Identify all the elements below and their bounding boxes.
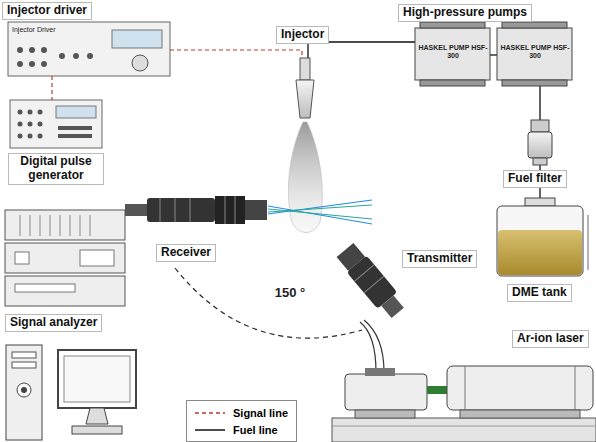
device-marking: HASKEL PUMP HSF-300 [500,44,570,59]
fuel-filter-device [528,120,552,165]
device-marking: Injector Driver [12,26,102,34]
label-text: Signal analyzer [10,316,97,330]
label-box: High-pressure pumps [398,4,532,22]
optical-fiber [360,320,384,372]
device-marking: HASKEL PUMP HSF-300 [418,44,488,59]
label-text: Ar-ion laser [517,332,584,346]
ar-ion-laser-device [332,366,596,442]
high-pressure-pumps [415,22,572,86]
signal-analyzer-rack [5,210,125,306]
label-box: Signal analyzer [5,314,102,332]
label-box: Digital pulse generator [8,153,104,185]
label-text: Injector [281,28,324,42]
laser-beams [268,200,372,224]
legend-sample [195,409,225,417]
legend-entry: Fuel line [195,421,288,438]
label-text: High-pressure pumps [403,6,527,20]
label-text: DME tank [512,286,567,300]
legend-text: Fuel line [233,424,278,436]
label-text: Fuel filter [508,172,562,186]
legend: Signal lineFuel line [186,400,297,442]
label-text: Receiver [161,246,211,260]
label-box: Injector [276,26,329,44]
label-box: Transmitter [402,250,477,268]
dme-tank [497,198,588,276]
receiver-device [125,196,267,224]
angle-label: 150 ° [266,286,314,300]
label-box: Injector driver [2,2,92,20]
label-box: Fuel filter [503,170,567,188]
label-box: DME tank [507,284,572,302]
injector-body [288,58,322,233]
legend-text: Signal line [233,407,288,419]
label-text: Transmitter [407,252,472,266]
injector-driver-device [8,22,170,76]
label-box: Ar-ion laser [512,330,589,348]
label-text: Digital pulse generator [13,155,99,183]
legend-sample [195,426,225,434]
angle-arc [175,268,362,338]
legend-entry: Signal line [195,404,288,421]
transmitter-device [335,242,408,322]
label-box: Receiver [156,244,216,262]
pulse-generator-device [10,100,102,148]
computer [6,345,136,440]
label-text: Injector driver [7,4,87,18]
